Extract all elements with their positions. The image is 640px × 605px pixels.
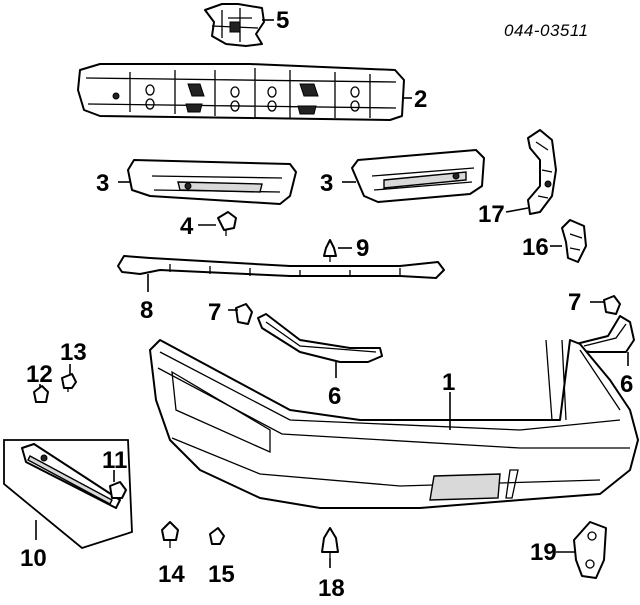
part-3-absorber-right: [351, 149, 485, 203]
callout-15: 15: [208, 561, 235, 588]
part-10-sill-strip: [3, 439, 133, 550]
callout-19: 19: [530, 539, 557, 566]
part-8-retainer: [117, 255, 445, 279]
part-6-moulding-left: [257, 313, 383, 363]
part-19-bracket: [573, 521, 607, 579]
part-7-clip-right: [603, 295, 621, 315]
callout-6-left: 6: [328, 383, 341, 410]
diagram-code: 044-03511: [504, 21, 589, 40]
part-12-screw: [33, 385, 49, 403]
callout-7-right: 7: [568, 289, 581, 316]
callout-14: 14: [158, 561, 185, 588]
callout-5: 5: [276, 7, 289, 34]
callout-9: 9: [356, 235, 369, 262]
callout-1: 1: [442, 369, 455, 396]
callout-2: 2: [414, 86, 427, 113]
part-5-bracket: [204, 3, 265, 47]
callout-7-left: 7: [208, 299, 221, 326]
callout-17: 17: [478, 201, 505, 228]
part-18-push-clip: [321, 527, 339, 558]
part-2-reinforcement: [77, 63, 405, 121]
callout-11: 11: [102, 447, 127, 474]
part-17-bracket: [527, 129, 557, 215]
part-16-bracket: [561, 219, 587, 263]
leader-17: [505, 207, 529, 213]
callout-18: 18: [318, 575, 345, 600]
callout-10: 10: [20, 545, 47, 572]
part-14-clip: [161, 521, 179, 548]
callout-4: 4: [180, 213, 194, 240]
callout-13: 13: [60, 339, 87, 366]
callout-16: 16: [522, 234, 549, 261]
part-3-absorber-left: [127, 159, 297, 205]
callout-8: 8: [140, 297, 153, 324]
part-7-clip-left: [235, 303, 253, 325]
callout-3-right: 3: [320, 170, 333, 197]
callout-12: 12: [26, 361, 53, 388]
part-4-bolt: [217, 211, 237, 236]
part-6-moulding-right: [575, 315, 635, 353]
callout-6-right: 6: [620, 371, 633, 398]
part-9-clip: [323, 239, 337, 262]
part-1-bumper-cover: [149, 339, 639, 509]
part-13-clip: [61, 373, 77, 392]
part-11-bolt: [109, 481, 127, 499]
part-15-clip: [209, 527, 225, 545]
callout-3-left: 3: [96, 170, 109, 197]
